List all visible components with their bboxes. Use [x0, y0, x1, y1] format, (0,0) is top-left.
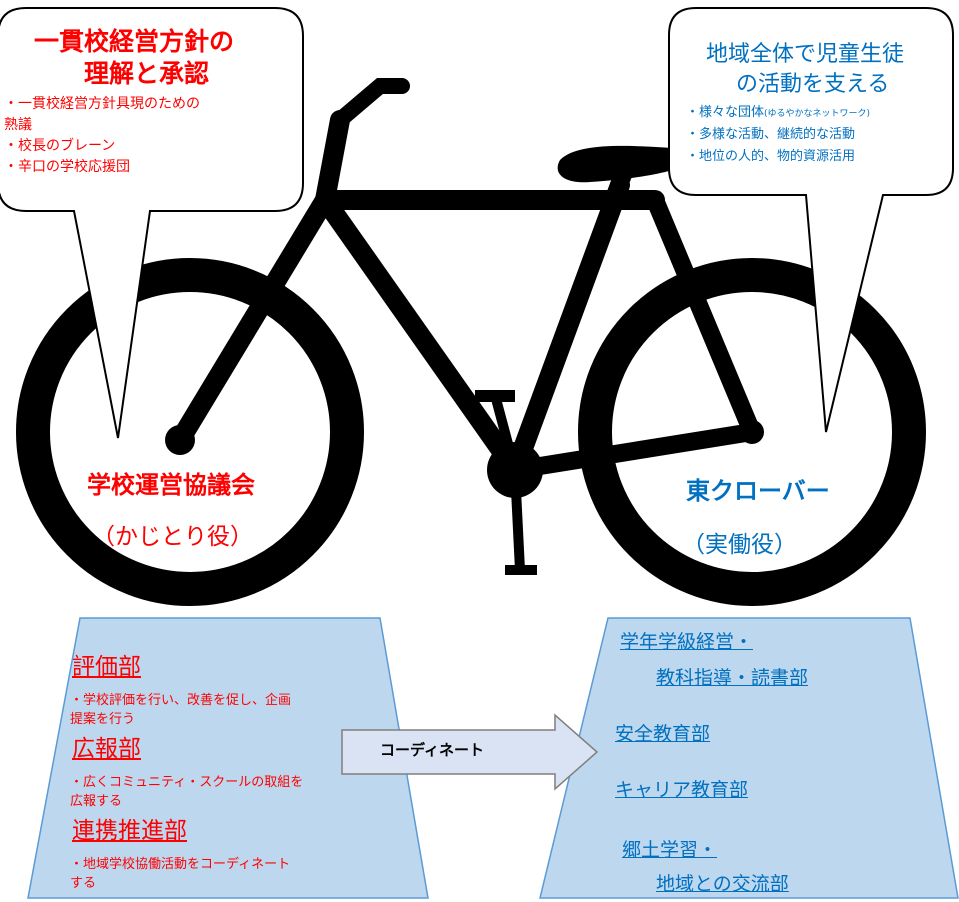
- left-panel-heading: 評価部: [72, 654, 141, 680]
- left-bubble-title-1: 一貫校経営方針の: [34, 27, 235, 56]
- right-panel-item: キャリア教育部: [615, 779, 749, 801]
- right-wheel: [578, 258, 926, 606]
- left-panel-desc: ・地域学校協働活動をコーディネート: [70, 857, 291, 872]
- arrow-label: コーディネート: [380, 741, 484, 759]
- right-bubble-item-1-note: (ゆるやかなネットワーク): [764, 109, 871, 119]
- left-panel-heading: 連携推進部: [72, 818, 187, 844]
- left-panel-desc: する: [70, 876, 97, 891]
- left-panel-heading: 広報部: [72, 736, 141, 762]
- handlebar: [332, 78, 410, 128]
- right-panel-item: 地域との交流部: [656, 873, 789, 895]
- right-wheel-name: 東クローバー: [686, 477, 830, 505]
- right-bubble-title-1: 地域全体で児童生徒: [706, 42, 905, 67]
- left-panel-desc: 提案を行う: [70, 712, 136, 727]
- right-bubble-item: ・地位の人的、物的資源活用: [686, 149, 856, 164]
- right-bubble-title-2: の活動を支える: [736, 72, 890, 97]
- right-panel-item: 安全教育部: [615, 723, 711, 745]
- left-bubble-item: ・校長のブレーン: [4, 138, 116, 154]
- left-bubble-item: ・辛口の学校応援団: [4, 159, 130, 175]
- right-bubble-item: ・多様な活動、継続的な活動: [686, 127, 856, 142]
- left-wheel-role: （かじとり役）: [92, 524, 253, 550]
- right-speech-bubble: [668, 7, 954, 433]
- left-bubble-title-2: 理解と承認: [84, 59, 210, 88]
- left-wheel-name: 学校運営協議会: [87, 471, 255, 499]
- right-wheel-role: （実働役）: [682, 532, 797, 558]
- right-panel-item: 郷土学習・: [622, 839, 718, 861]
- left-committee-panel: [27, 617, 429, 899]
- right-panel-item: 教科指導・読書部: [656, 667, 809, 689]
- left-panel-desc: ・学校評価を行い、改善を促し、企画: [70, 693, 292, 708]
- right-bubble-item: ・様々な団体(ゆるやかなネットワーク): [686, 105, 871, 121]
- left-speech-bubble: [0, 7, 304, 439]
- front-hub: [165, 425, 195, 455]
- left-panel-desc: 広報する: [70, 794, 123, 809]
- right-panel-item: 学年学級経営・: [620, 631, 754, 653]
- left-wheel: [16, 258, 364, 606]
- pedal-top: [475, 390, 515, 402]
- pedal-bottom: [505, 565, 537, 575]
- crank-arm: [490, 393, 520, 472]
- crank-arm-lower: [510, 469, 525, 571]
- right-committee-panel: [539, 617, 959, 899]
- left-panel-desc: ・広くコミュニティ・スクールの取組を: [70, 775, 304, 790]
- coordinate-arrow: [341, 713, 599, 791]
- left-bubble-item: 熟議: [4, 117, 32, 133]
- left-bubble-item: ・一貫校経営方針具現のための: [4, 96, 200, 112]
- right-bubble-item-1-main: ・様々な団体: [686, 105, 765, 120]
- rear-hub: [740, 420, 764, 444]
